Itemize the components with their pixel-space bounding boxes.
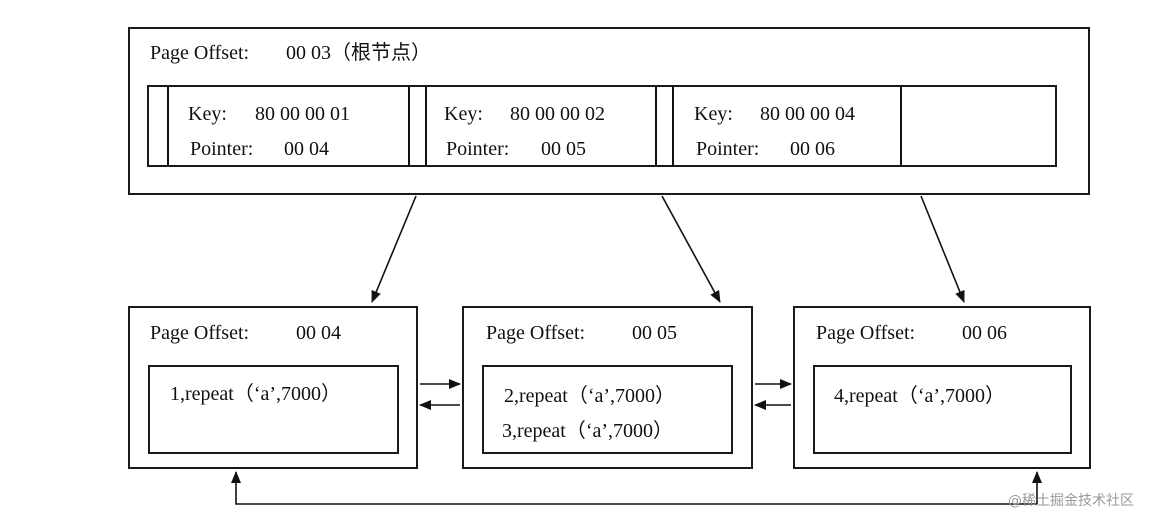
leaf-2-offset-label: Page Offset: <box>486 322 586 344</box>
entry-separators <box>167 86 902 166</box>
entry-2-key: 80 00 00 02 <box>510 103 605 125</box>
entry-1-pointer: 00 04 <box>284 138 329 160</box>
pointer-arrow-3 <box>920 195 965 303</box>
pointer-arrow-2 <box>661 195 721 303</box>
entry-1-pointer-label: Pointer: <box>190 138 254 160</box>
entry-1-key: 80 00 00 01 <box>255 103 350 125</box>
entry-2-pointer-label: Pointer: <box>446 138 510 160</box>
return-link-left <box>231 471 1037 505</box>
leaf-1-record-1: 1,repeat（‘a’,7000） <box>170 383 342 405</box>
entry-1-key-label: Key: <box>188 103 227 125</box>
leaf-3-offset-value: 00 06 <box>962 322 1007 344</box>
entry-3-pointer: 00 06 <box>790 138 835 160</box>
leaf-1-records-box <box>148 365 399 454</box>
leaf-3-record-1: 4,repeat（‘a’,7000） <box>834 385 1006 407</box>
leaf-2-records-box <box>482 365 733 454</box>
leaf-1-offset-label: Page Offset: <box>150 322 250 344</box>
root-entries-row <box>147 85 1057 167</box>
leaf-2-record-2: 3,repeat（‘a’,7000） <box>502 420 674 442</box>
leaf-2-offset-value: 00 05 <box>632 322 677 344</box>
entry-2-key-label: Key: <box>444 103 483 125</box>
leaf-3-offset-label: Page Offset: <box>816 322 916 344</box>
entry-2-pointer: 00 05 <box>541 138 586 160</box>
pointer-arrow-1 <box>371 195 417 303</box>
root-page-offset-label: Page Offset: <box>150 42 250 64</box>
leaf-2-record-1: 2,repeat（‘a’,7000） <box>504 385 676 407</box>
root-page-offset-value: 00 03（根节点） <box>286 42 431 64</box>
watermark: @稀土掘金技术社区 <box>1008 493 1134 509</box>
leaf-3-records-box <box>813 365 1072 454</box>
entry-3-key: 80 00 00 04 <box>760 103 855 125</box>
entry-3-key-label: Key: <box>694 103 733 125</box>
leaf-1-offset-value: 00 04 <box>296 322 341 344</box>
entry-3-pointer-label: Pointer: <box>696 138 760 160</box>
